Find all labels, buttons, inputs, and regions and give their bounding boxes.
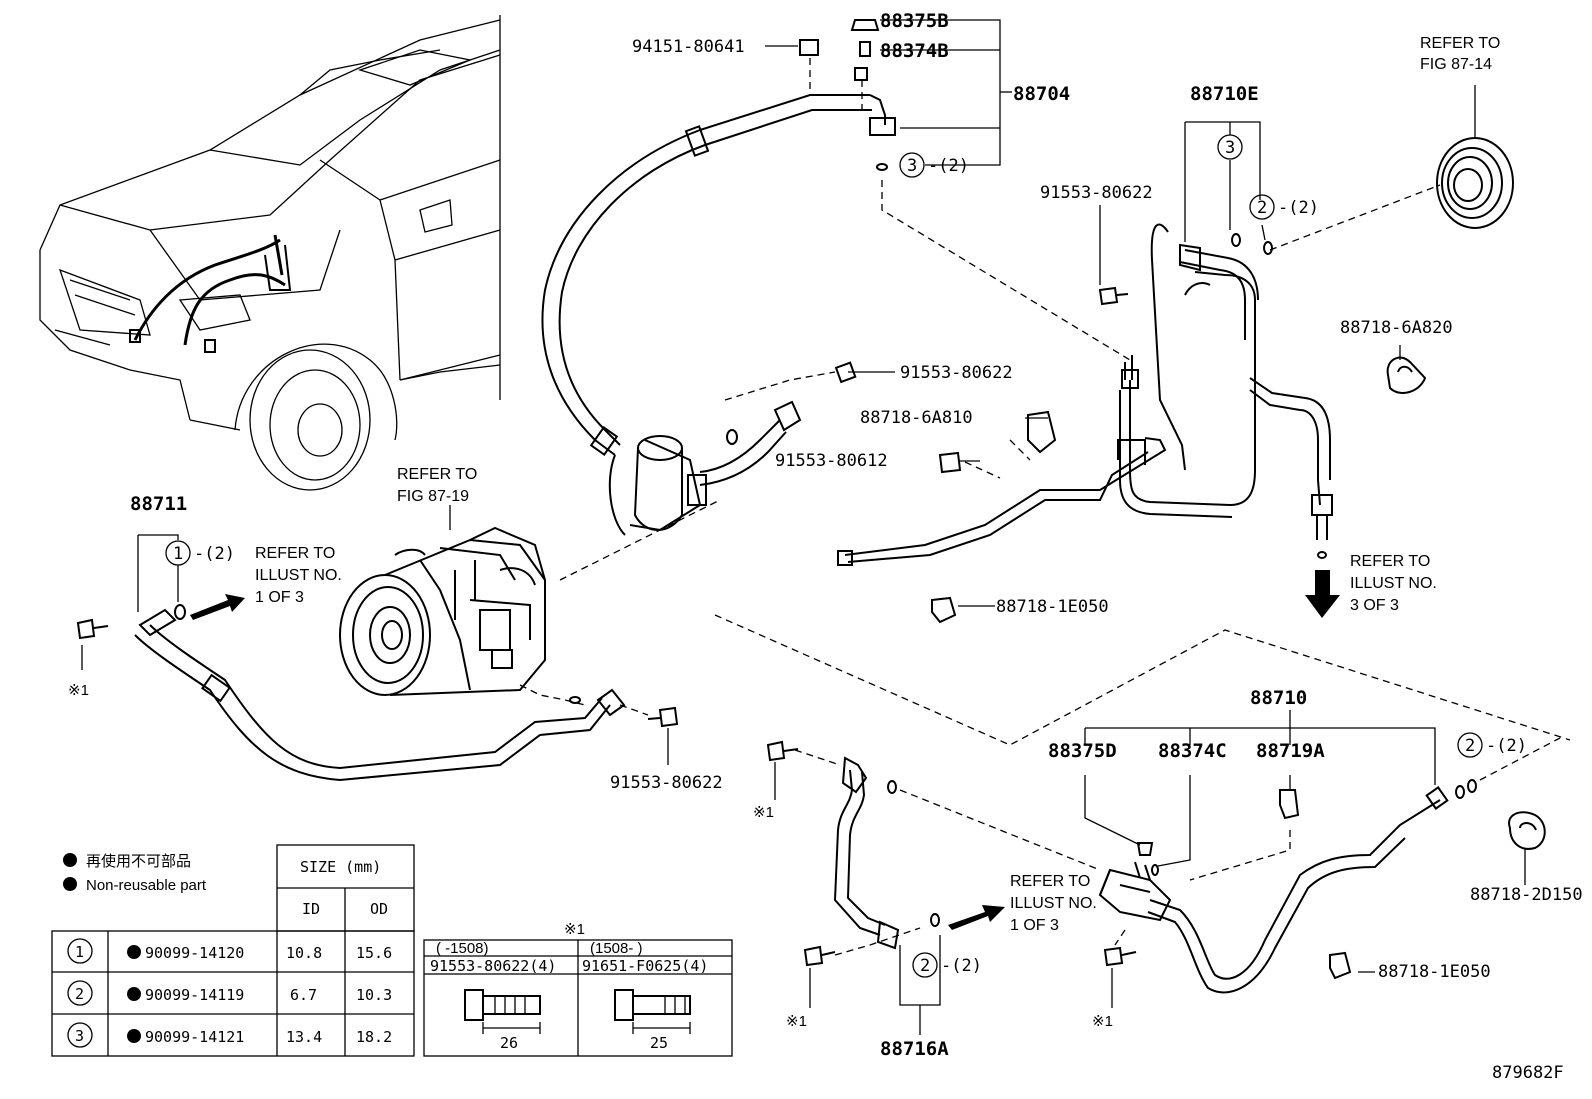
label-88716A: 88716A [880,1038,949,1060]
refer-to-fig-87-14: REFER TO [1420,35,1500,52]
table-row-part: 90099-14121 [145,1028,244,1046]
grommet-part [1436,85,1514,229]
table-row-num: 3 [75,1027,84,1045]
callout-qty: -(2) [194,544,235,564]
refer-to-fig-87-19-num: FIG 87-19 [397,488,469,505]
diagram-id: 879682F [1492,1063,1564,1083]
oring-table: SIZE (mm) ID OD 1 90099-14120 10.8 15.6 … [51,844,415,1057]
callout-qty: -(2) [1486,736,1527,756]
label-88710E: 88710E [1190,83,1259,105]
bolt-col1-range: ( -1508) [436,940,489,957]
refer-to-illust-1-lower-c: 1 OF 3 [1010,917,1059,934]
table-col-od: OD [370,900,388,918]
label-91553-80622-bottom: 91553-80622 [610,773,723,793]
refer-to-illust-1-lower: REFER TO [1010,873,1090,890]
table-row-od: 10.3 [356,986,392,1004]
refer-to-fig-87-19: REFER TO [397,466,477,483]
clamp-88718-1E050-b [1329,951,1352,980]
table-row-part: 90099-14119 [145,986,244,1004]
table-row-od: 18.2 [356,1028,392,1046]
callout-qty: -(2) [1278,198,1319,218]
label-88375B: 88375B [880,10,949,32]
label-88711: 88711 [130,493,187,515]
arrow-down-icon [1305,570,1340,618]
leader-lines [81,19,1436,1035]
liquid-tube-88710E [837,184,1441,566]
dashed-region [714,614,1571,746]
table-row-num: 1 [75,943,84,961]
part-labels: 88375B 88374B 94151-80641 88704 88710E R… [68,10,1583,1083]
callout-2-88710E: 2 [1257,198,1267,218]
callout-2-88710: 2 [1465,736,1475,756]
label-88704: 88704 [1013,83,1070,105]
refer-to-illust-1: REFER TO [255,545,335,562]
compressor [339,505,546,696]
callout-qty: -(2) [928,156,969,176]
label-88718-6A820: 88718-6A820 [1340,318,1453,338]
table-size-header: SIZE (mm) [300,858,381,876]
bolt-col2-length: 25 [650,1034,668,1052]
tube-88716A [766,740,1101,967]
refer-to-illust-1-c: 1 OF 3 [255,589,304,606]
legend-en: Non-reusable part [86,877,207,894]
callout-2-88716A: 2 [920,956,930,976]
label-94151-80641: 94151-80641 [632,37,745,57]
clamp-88718-2D150 [1508,811,1546,885]
table-row-id: 10.8 [286,944,322,962]
refer-to-illust-3-b: ILLUST NO. [1350,575,1437,592]
table-row-num: 2 [75,985,84,1003]
callout-3-88710E: 3 [1225,138,1235,158]
note-x1-left: ※1 [68,682,89,699]
bolt-col1-length: 26 [500,1034,518,1052]
suction-hose-88711 [76,594,679,782]
bolt-col2-part: 91651-F0625(4) [582,957,708,975]
callout-1-88711: 1 [173,544,183,564]
refer-to-fig-87-14-num: FIG 87-14 [1420,56,1492,73]
discharge-hose-88704 [541,19,1131,581]
label-88374C: 88374C [1158,740,1227,762]
callout-3-88704: 3 [907,156,917,176]
bolt-table: ※1 ( -1508) (1508- ) 91553-80622(4) 9165… [423,921,733,1057]
label-88718-2D150: 88718-2D150 [1470,885,1583,905]
note-x1-mid: ※1 [753,804,774,821]
clamp-88718-1E050-a [931,596,957,624]
note-x1-bottom-right: ※1 [1092,1013,1113,1030]
circle-callouts: 3 -(2) 3 2 -(2) 1 -(2) 2 -(2) 2 -(2) [165,134,1527,978]
refer-to-illust-3: REFER TO [1350,553,1430,570]
label-88710: 88710 [1250,687,1307,709]
legend-jp: 再使用不可部品 [86,853,191,870]
bolt-table-note: ※1 [564,921,585,938]
clamp-88718-6A820 [1386,356,1427,394]
table-col-id: ID [302,900,320,918]
legend: 再使用不可部品 Non-reusable part [63,853,207,894]
table-row-part: 90099-14120 [145,944,244,962]
label-88374B: 88374B [880,40,949,62]
label-88718-1E050-a: 88718-1E050 [996,597,1109,617]
table-row-id: 13.4 [286,1028,322,1046]
label-91553-80622-top: 91553-80622 [1040,183,1153,203]
liquid-tube-88710 [1098,737,1561,994]
label-88718-1E050-b: 88718-1E050 [1378,962,1491,982]
label-88718-6A810: 88718-6A810 [860,408,973,428]
table-row-id: 6.7 [290,986,317,1004]
note-x1-bottom-left: ※1 [786,1013,807,1030]
vehicle-illustration [39,15,501,491]
table-row-od: 15.6 [356,944,392,962]
label-91553-80622-mid: 91553-80622 [900,363,1013,383]
refer-to-illust-1-b: ILLUST NO. [255,567,342,584]
label-91553-80612: 91553-80612 [775,451,888,471]
callout-qty: -(2) [941,956,982,976]
refer-to-illust-3-c: 3 OF 3 [1350,597,1399,614]
label-88375D: 88375D [1048,740,1117,762]
label-88719A: 88719A [1256,740,1325,762]
bolt-col1-part: 91553-80622(4) [430,957,556,975]
refer-to-illust-1-lower-b: ILLUST NO. [1010,895,1097,912]
bolt-col2-range: (1508- ) [590,940,643,957]
